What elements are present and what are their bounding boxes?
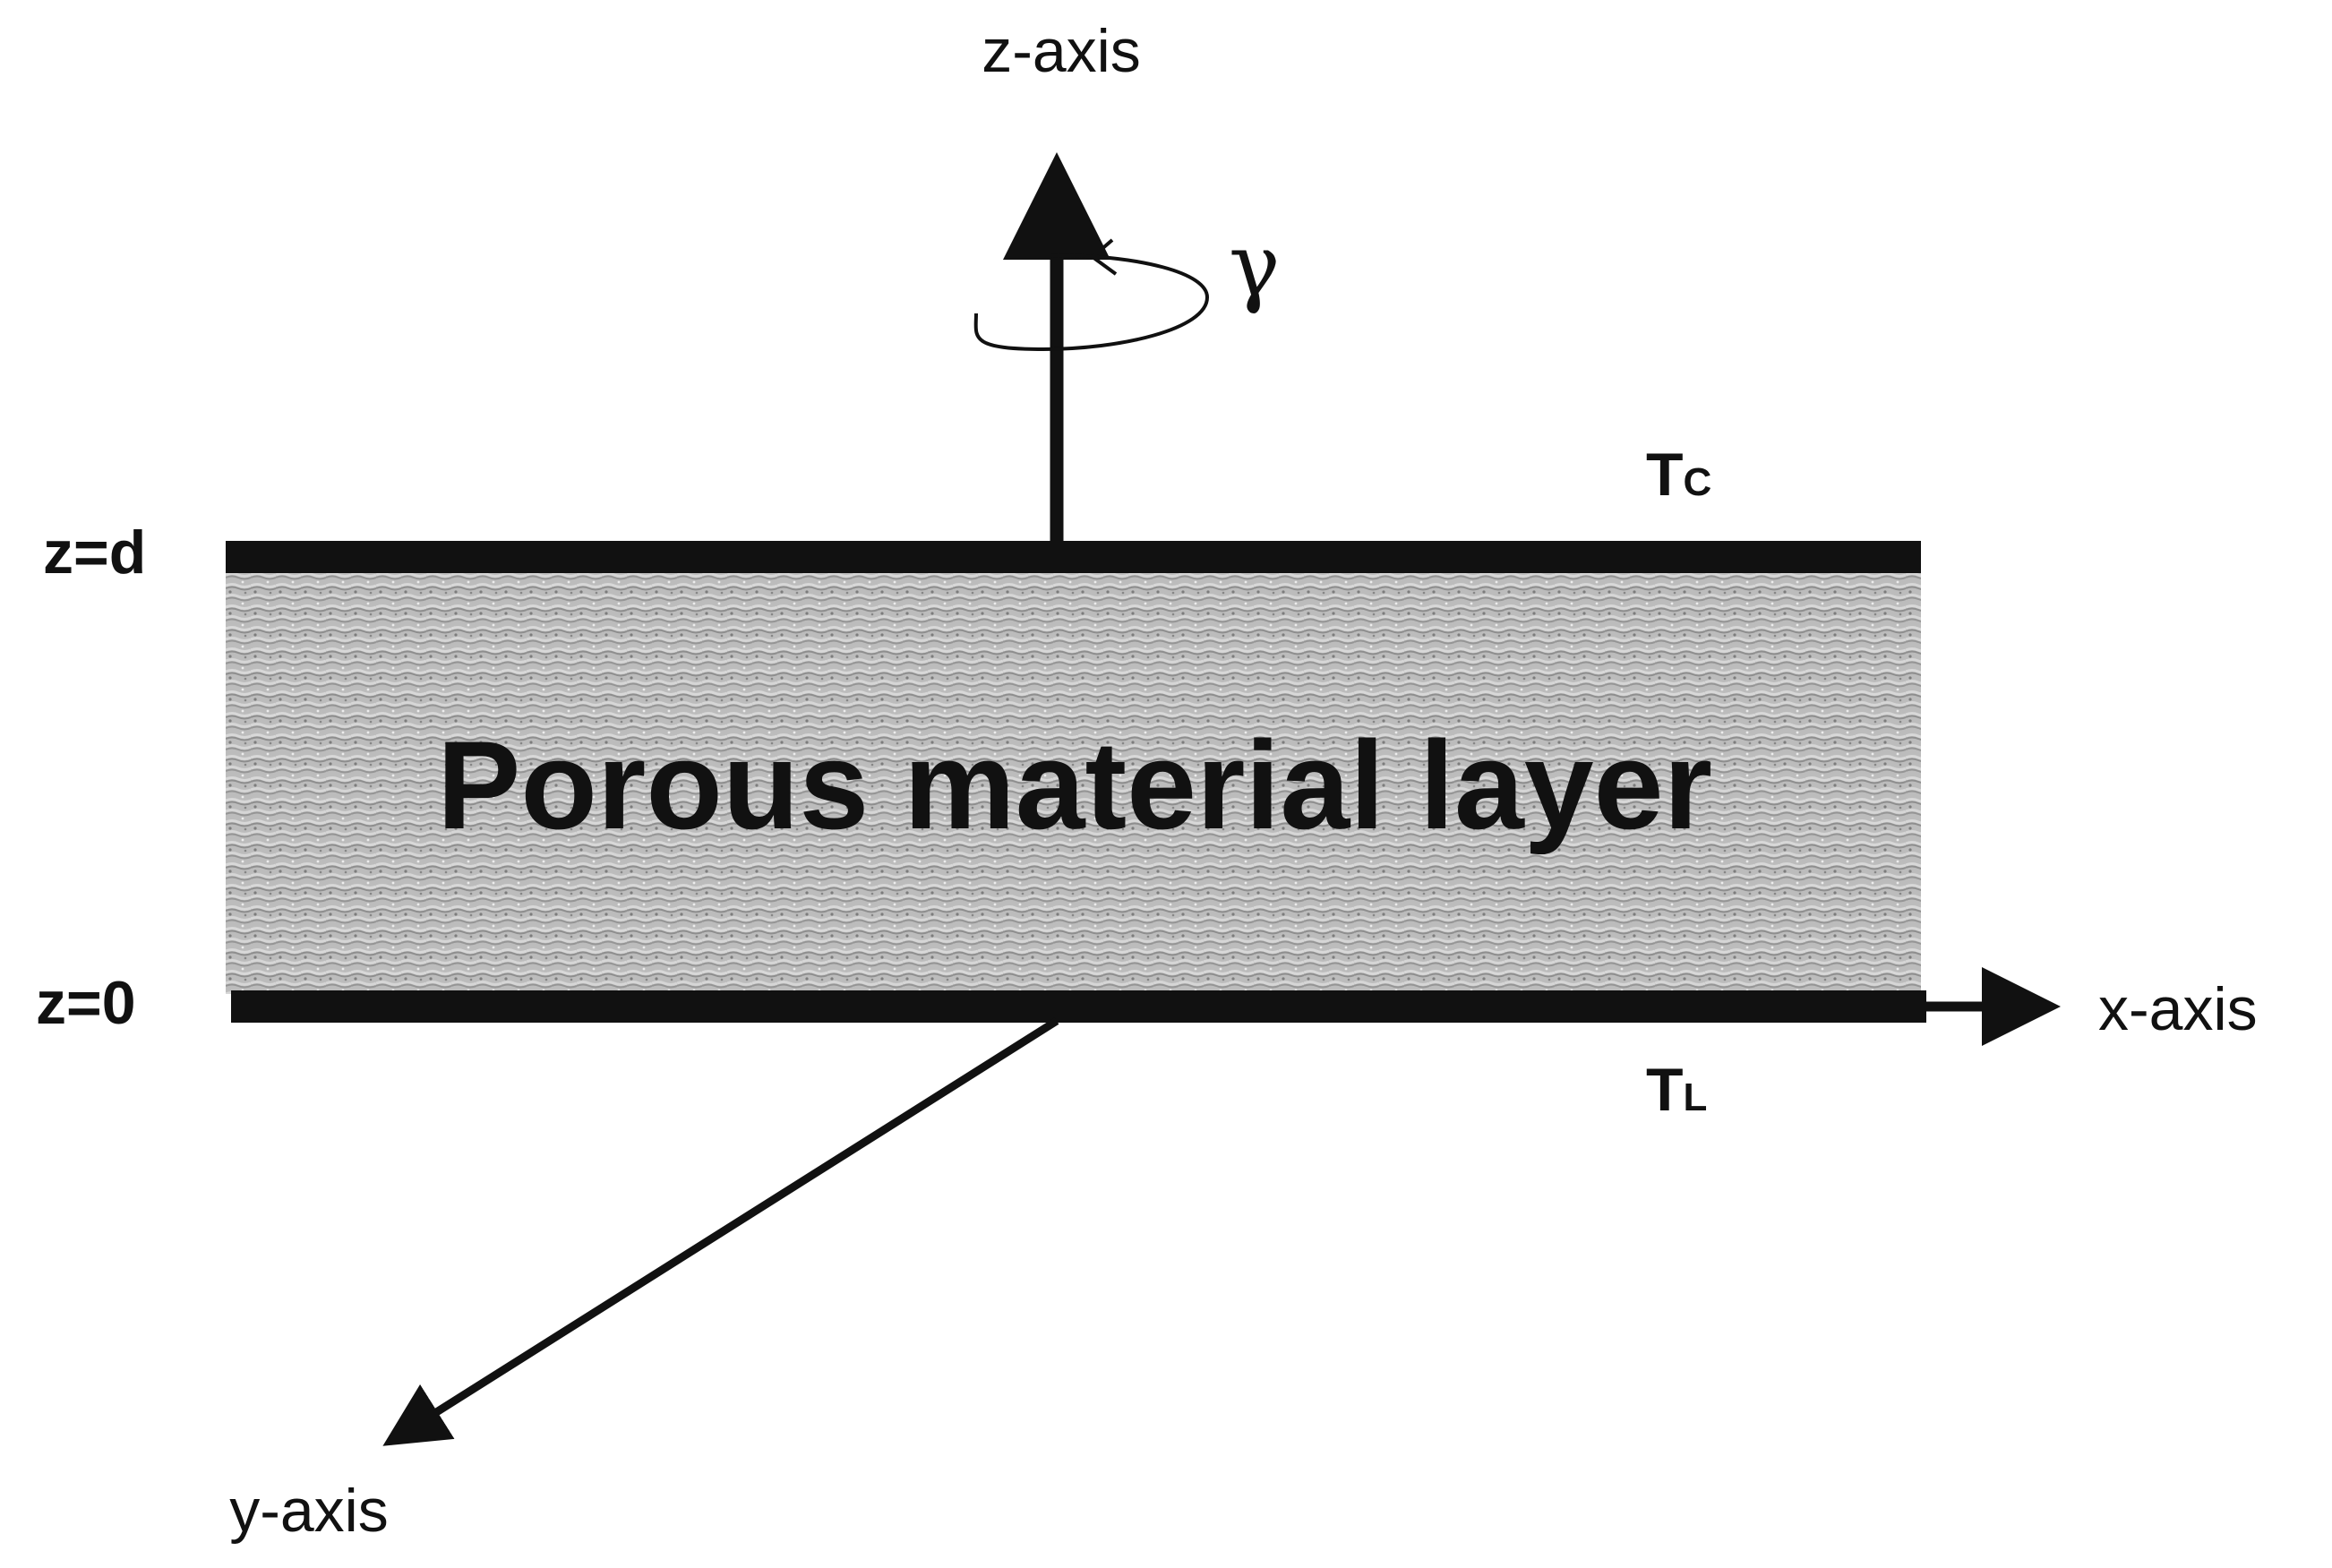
top-temperature-main: T [1646, 441, 1684, 509]
z-axis-label: z-axis [982, 17, 1141, 85]
bottom-temperature-label: TL [1646, 1056, 1707, 1124]
bottom-plate [231, 990, 1926, 1023]
porous-layer [226, 573, 1921, 994]
y-axis-label: y-axis [229, 1477, 389, 1545]
top-boundary-label: z=d [43, 518, 146, 587]
top-temperature-label: TC [1646, 441, 1711, 509]
layer-label: Porous material layer [437, 715, 1712, 855]
bottom-temperature-sub: L [1684, 1075, 1708, 1119]
bottom-boundary-label: z=0 [36, 969, 136, 1037]
rotation-arrowhead-icon [1089, 238, 1118, 276]
bottom-temperature-main: T [1646, 1056, 1684, 1124]
top-temperature-sub: C [1684, 460, 1712, 504]
y-axis-arrow [382, 1017, 1059, 1446]
top-plate [226, 541, 1921, 573]
rotation-arrow-icon [973, 253, 1210, 352]
x-axis-label: x-axis [2098, 975, 2258, 1043]
rotation-symbol: γ [1229, 216, 1280, 316]
